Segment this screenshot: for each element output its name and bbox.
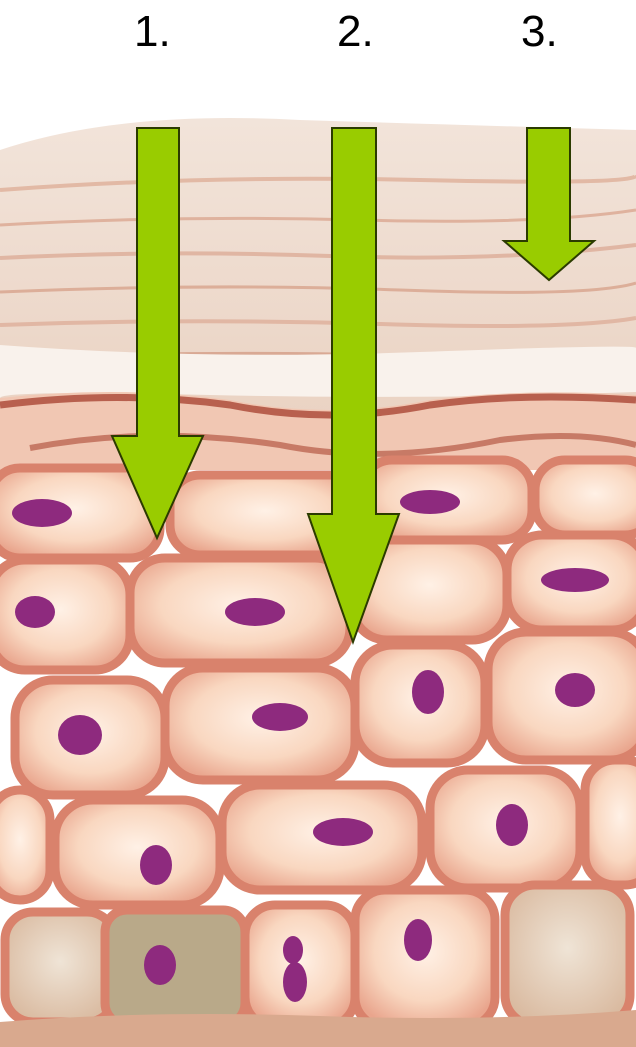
nucleus <box>412 670 444 714</box>
nucleus <box>140 845 172 885</box>
nucleus <box>283 962 307 1002</box>
basal-cell <box>355 890 495 1027</box>
nucleus <box>15 596 55 628</box>
nucleus <box>496 804 528 846</box>
nucleus <box>283 936 303 964</box>
cell <box>535 460 636 535</box>
basal-cell <box>505 885 630 1025</box>
nucleus <box>252 703 308 731</box>
nucleus <box>404 919 432 961</box>
cell <box>55 800 220 905</box>
nucleus <box>12 499 72 527</box>
nucleus <box>144 945 176 985</box>
cell <box>585 760 636 885</box>
nucleus <box>58 715 102 755</box>
basal-cell <box>5 912 115 1022</box>
nucleus <box>541 568 609 592</box>
nucleus <box>400 490 460 514</box>
nucleus <box>225 598 285 626</box>
cell <box>0 790 50 900</box>
nucleus <box>555 673 595 707</box>
nucleus <box>313 818 373 846</box>
